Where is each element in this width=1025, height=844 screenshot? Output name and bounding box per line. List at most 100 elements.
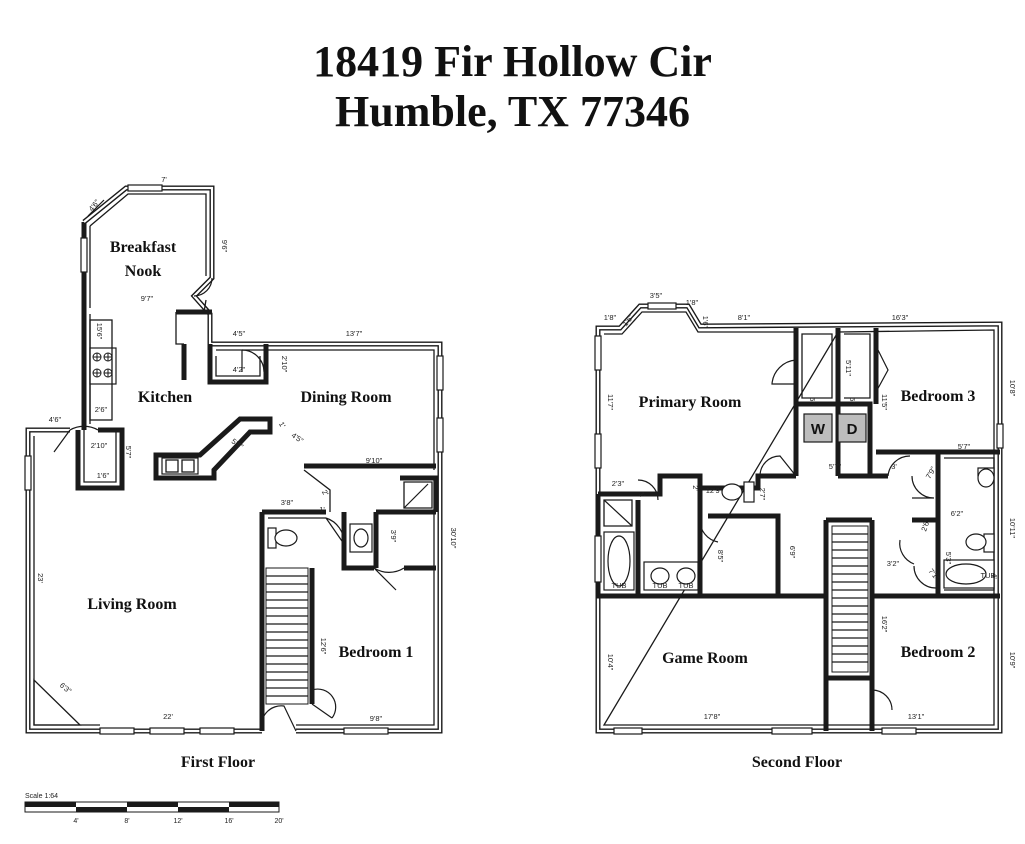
window [594,433,602,469]
room-label-breakfast-nook-2: Nook [125,263,162,280]
dimension-label: 2'6" [95,405,108,414]
window [149,727,185,735]
dimension-label: 4'5" [290,431,306,446]
dimension-label: 2'6" [919,517,932,532]
dimension-label: 23' [36,573,45,583]
dimension-label: 2'10" [280,356,289,373]
door [193,277,213,297]
dimension-label: 12'6" [319,638,328,655]
window [436,417,444,453]
window [436,355,444,391]
tub-label: TUB [653,581,668,590]
toilet-icon [965,467,995,553]
room-label-primary-room: Primary Room [639,394,742,411]
floor-label-second: Second Floor [752,754,842,771]
tub-label: TUB [981,571,996,580]
door [241,349,265,373]
scale-tick: 12' [173,818,182,825]
first-floor-plan: Breakfast Nook Kitchen Dining Room Livin… [24,175,458,771]
door [875,345,889,393]
page-title-city: Humble, TX 77346 [335,87,690,136]
dimension-label: 9'7" [141,294,154,303]
door [759,455,797,477]
window [594,535,602,583]
toilet-icon [267,527,298,549]
door [871,689,893,711]
dimension-label: 16'2" [880,616,889,633]
door [637,479,659,501]
scale-bar: Scale 1:64 4' 8' 12' 16' 20' [24,793,284,825]
dimension-label: 3' [891,462,897,471]
dimension-label: 16'3" [892,313,909,322]
washer-icon [803,413,833,443]
dimension-label: 15'6" [95,323,104,340]
dimension-label: 12'9" [706,486,723,495]
window [613,727,643,735]
dimension-label: 7' [161,175,167,184]
dryer-label: D [847,421,858,438]
scale-tick: 16' [224,818,233,825]
dimension-label: 3'2" [887,559,900,568]
dimension-label: 6'3" [58,681,74,696]
window [343,727,389,735]
tub-label: TUB [612,581,627,590]
room-label-bedroom-3: Bedroom 3 [901,388,976,405]
second-floor-plan: W D TUB TUB TUB TUB [594,291,1017,771]
door [771,359,797,385]
dimension-label: 4'2" [233,365,246,374]
door [325,517,345,545]
dimension-label: 2' [691,485,700,491]
door [373,567,405,591]
window [80,237,88,273]
window [594,335,602,371]
washer-label: W [811,421,826,438]
kitchen-sink [161,457,199,475]
page-title-street: 18419 Fir Hollow Cir [313,37,712,86]
dimension-label: 9'8" [370,714,383,723]
dimension-label: 1'8" [604,313,617,322]
dryer-icon [837,413,867,443]
dimension-label: 9'10" [366,456,383,465]
dimension-label: 3'5" [650,291,663,300]
door [911,475,935,499]
dimension-label: 11'7" [606,394,615,410]
dimension-label: 8'5" [716,550,725,563]
dimension-label: 5'3" [944,552,953,565]
dimension-label: 2' [320,488,331,498]
scale-tick: 4' [73,818,78,825]
dimension-label: 5' [848,397,857,403]
room-label-kitchen: Kitchen [138,389,192,406]
dimension-label: 22' [163,712,173,721]
toilet-icon [721,481,755,503]
floor-label-first: First Floor [181,754,255,771]
window [996,423,1004,449]
window [647,302,677,310]
second-floor-stairs [823,517,875,731]
dimension-label: 30'10" [449,528,458,549]
window [771,727,813,735]
door [53,425,99,453]
dimension-label: 4'5" [233,329,246,338]
dimension-label: 1' [637,490,648,500]
dimension-label: 17'8" [704,712,721,721]
dimension-label: 1'6" [97,471,110,480]
dimension-label: 10'9" [1008,652,1017,669]
first-floor-stairs [265,567,315,705]
dimension-label: 5'7" [829,462,842,471]
door [311,688,337,719]
scale-tick: 20' [274,818,283,825]
dimension-label: 5'7" [124,446,133,459]
room-label-breakfast-nook: Breakfast [110,239,177,256]
room-label-game-room: Game Room [662,650,748,667]
window [24,455,32,491]
dimension-label: 6'9" [788,546,797,559]
dimension-label: 1' [319,505,325,514]
dimension-label: 5' [808,397,817,403]
dimension-label: 10'4" [606,654,615,671]
door [887,455,911,477]
dimension-label: 5'7" [958,442,971,451]
dimension-label: 2'10" [91,441,108,450]
dimension-label: 4'6" [49,415,62,424]
dimension-label: 3'8" [281,498,294,507]
